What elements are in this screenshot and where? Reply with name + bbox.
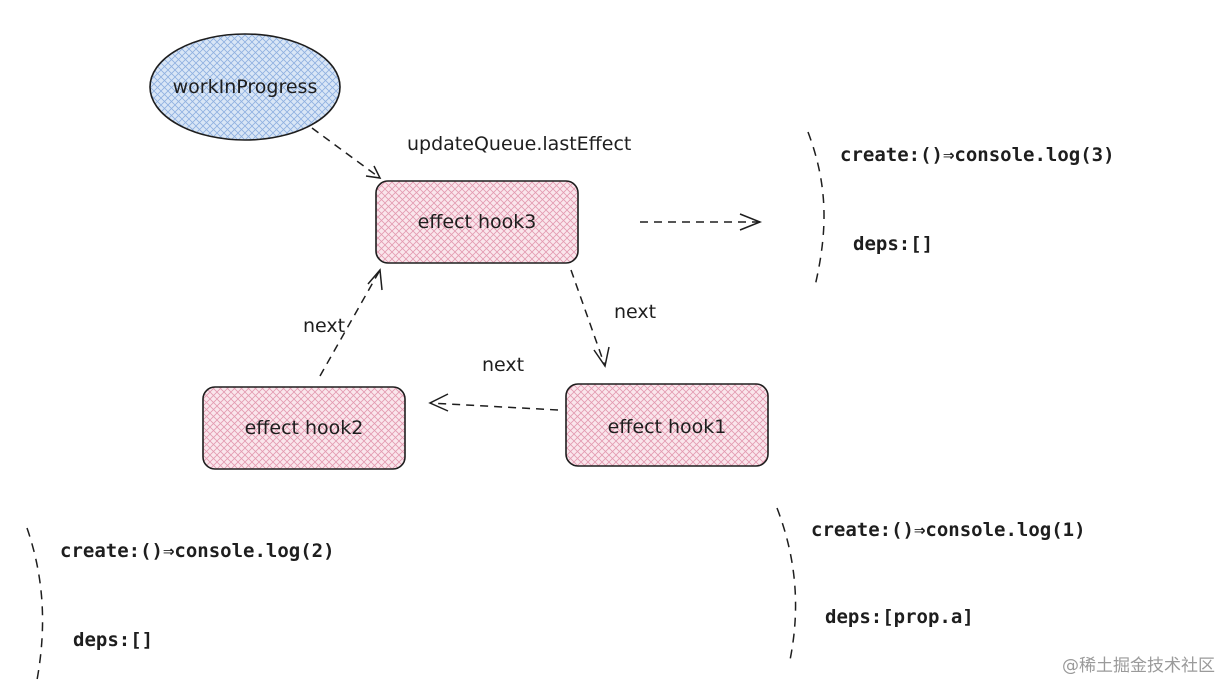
next-label-right: next (614, 301, 656, 323)
brace-hook2 (26, 527, 44, 681)
next-label-left: next (303, 315, 345, 337)
hook3-create: create:()⇒console.log(3) (840, 144, 1115, 166)
effect-hook2-node: effect hook2 (202, 386, 406, 470)
hook3-deps: deps:[] (853, 233, 933, 255)
hook1-effect-detail: create:()⇒console.log(1) deps:[prop.a] (776, 507, 1086, 661)
arrow-hook1-to-hook2 (428, 393, 559, 412)
hook2-effect-detail: create:()⇒console.log(2) deps:[] (26, 527, 335, 681)
watermark: @稀土掘金技术社区 (1062, 656, 1215, 676)
arrow-wip-to-hook3 (311, 127, 382, 179)
brace-hook1 (776, 507, 797, 661)
work-in-progress-label: workInProgress (173, 76, 318, 98)
effect-hook3-label: effect hook3 (418, 211, 537, 233)
hook2-create: create:()⇒console.log(2) (60, 540, 335, 562)
hook3-effect-detail: create:()⇒console.log(3) deps:[] (807, 131, 1115, 287)
arrow-hook3-to-hook1 (570, 269, 610, 368)
arrow-hook2-to-hook3 (319, 268, 383, 377)
effect-hook1-label: effect hook1 (608, 416, 727, 438)
effect-hook2-label: effect hook2 (245, 417, 364, 439)
hook2-deps: deps:[] (73, 629, 153, 651)
last-effect-label: updateQueue.lastEffect (407, 133, 631, 155)
hook1-create: create:()⇒console.log(1) (811, 519, 1086, 541)
hook1-deps: deps:[prop.a] (825, 606, 974, 628)
arrow-hook3-to-details (640, 213, 763, 231)
effect-hook3-node: effect hook3 (375, 180, 579, 264)
effect-hook1-node: effect hook1 (565, 383, 769, 467)
next-label-bottom: next (482, 354, 524, 376)
brace-hook3 (807, 131, 825, 287)
work-in-progress-node: workInProgress (149, 33, 341, 141)
